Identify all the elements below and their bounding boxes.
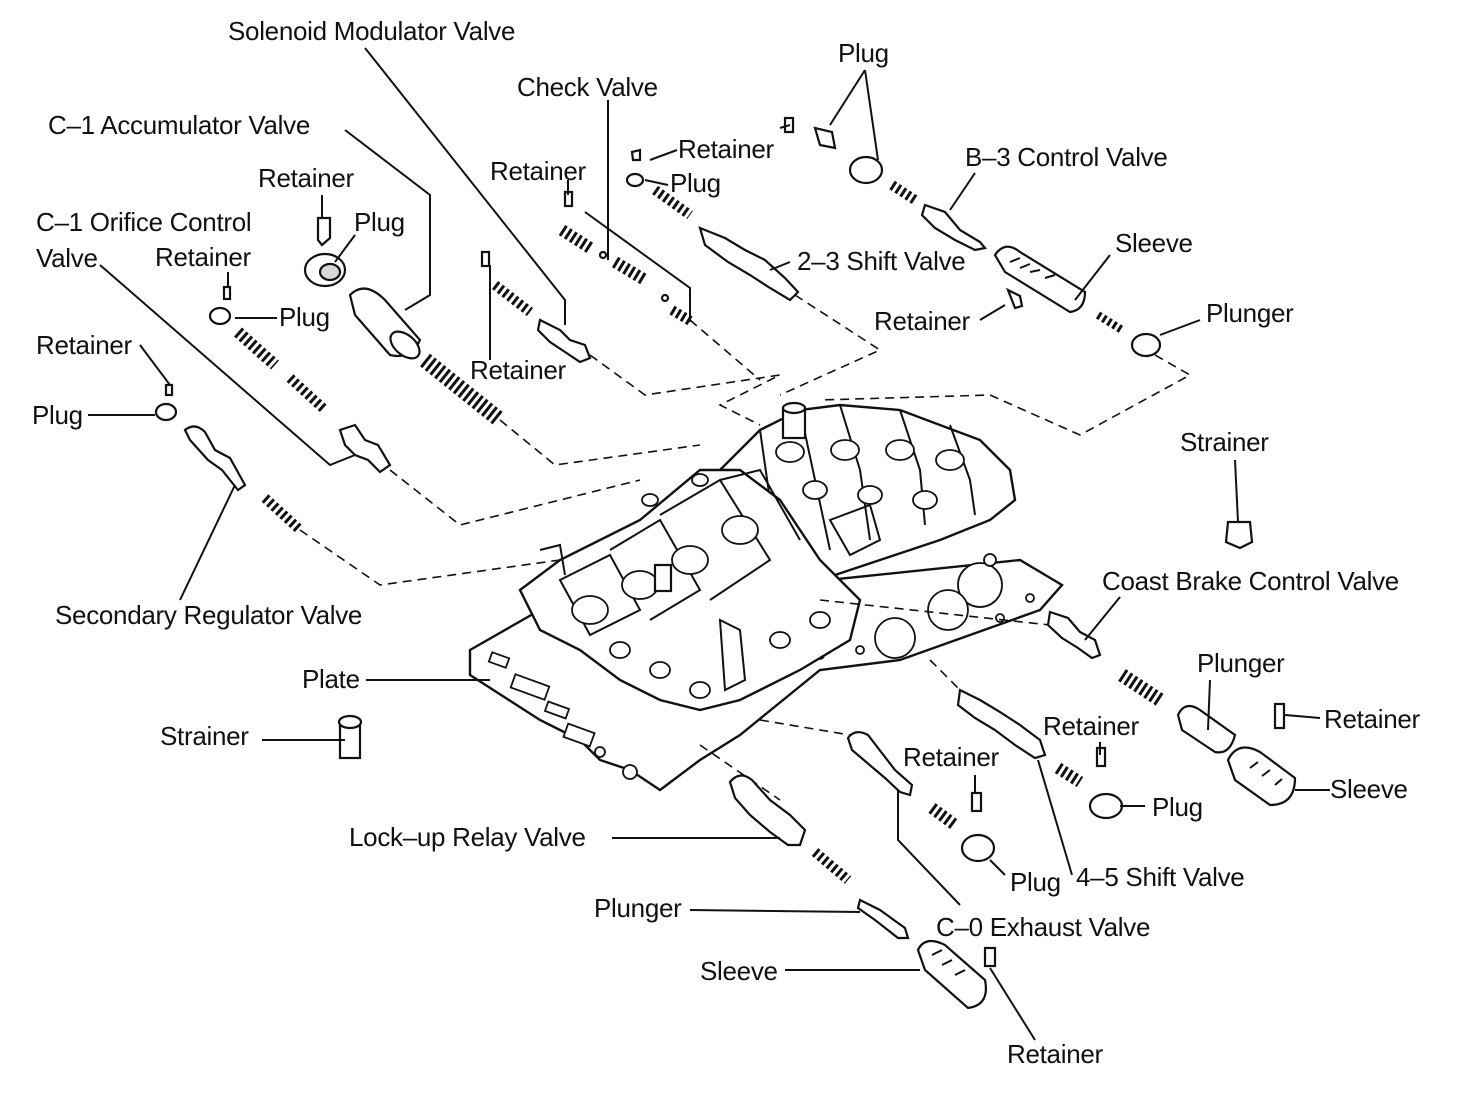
label-sleeve-right: Sleeve — [1330, 774, 1408, 804]
label-lockup-relay-valve: Lock–up Relay Valve — [349, 822, 586, 852]
center-top-parts — [480, 100, 1162, 364]
label-retainer-check: Retainer — [490, 156, 586, 186]
label-c1-accumulator-valve: C–1 Accumulator Valve — [48, 110, 311, 140]
label-retainer-right-upper: Retainer — [1043, 711, 1139, 741]
label-plug-c1-accumulator: Plug — [354, 207, 405, 237]
label-plug-check: Plug — [670, 168, 721, 198]
label-retainer-mid: Retainer — [470, 355, 566, 385]
label-plunger-lower: Plunger — [594, 893, 682, 923]
label-plug-lower: Plug — [1010, 867, 1061, 897]
label-retainer-right-far: Retainer — [1324, 704, 1420, 734]
right-parts — [728, 520, 1297, 1010]
label-plug-right: Plug — [1152, 792, 1203, 822]
label-plug-c1-orifice: Plug — [279, 302, 330, 332]
label-2-3-shift-valve: 2–3 Shift Valve — [797, 246, 966, 276]
label-plug-left: Plug — [32, 400, 83, 430]
label-strainer-left: Strainer — [160, 721, 249, 751]
label-4-5-shift-valve: 4–5 Shift Valve — [1076, 862, 1245, 892]
label-retainer-c1-orifice: Retainer — [155, 242, 251, 272]
label-retainer-c1-accumulator: Retainer — [258, 163, 354, 193]
label-sleeve-lower: Sleeve — [700, 956, 778, 986]
label-secondary-regulator-valve: Secondary Regulator Valve — [55, 600, 363, 630]
label-retainer-bottom: Retainer — [1007, 1039, 1103, 1069]
label-b3-control-valve: B–3 Control Valve — [965, 142, 1168, 172]
label-check-valve: Check Valve — [517, 72, 658, 102]
label-plunger-top-right: Plunger — [1206, 298, 1294, 328]
label-solenoid-modulator-valve: Solenoid Modulator Valve — [228, 16, 516, 46]
valve-body-assembly — [468, 401, 1064, 792]
label-sleeve-top-right: Sleeve — [1115, 228, 1193, 258]
label-plug-top: Plug — [838, 38, 889, 68]
label-strainer-right: Strainer — [1180, 427, 1269, 457]
lower-valve-body — [518, 468, 862, 712]
label-retainer-mid-right: Retainer — [874, 306, 970, 336]
left-parts — [154, 216, 505, 760]
label-c1-orifice-control-valve-line2: Valve — [36, 243, 98, 273]
label-coast-brake-control-valve: Coast Brake Control Valve — [1102, 566, 1399, 596]
label-retainer-top-right: Retainer — [678, 134, 774, 164]
label-c1-orifice-control-valve-line1: C–1 Orifice Control — [36, 207, 252, 237]
label-retainer-lower-mid: Retainer — [903, 742, 999, 772]
label-c0-exhaust-valve: C–0 Exhaust Valve — [936, 912, 1151, 942]
leader-lines — [88, 47, 1330, 1041]
label-plunger-right: Plunger — [1197, 648, 1285, 678]
label-retainer-left: Retainer — [36, 330, 132, 360]
assembly-paths — [299, 294, 1192, 801]
label-plate: Plate — [302, 664, 360, 694]
